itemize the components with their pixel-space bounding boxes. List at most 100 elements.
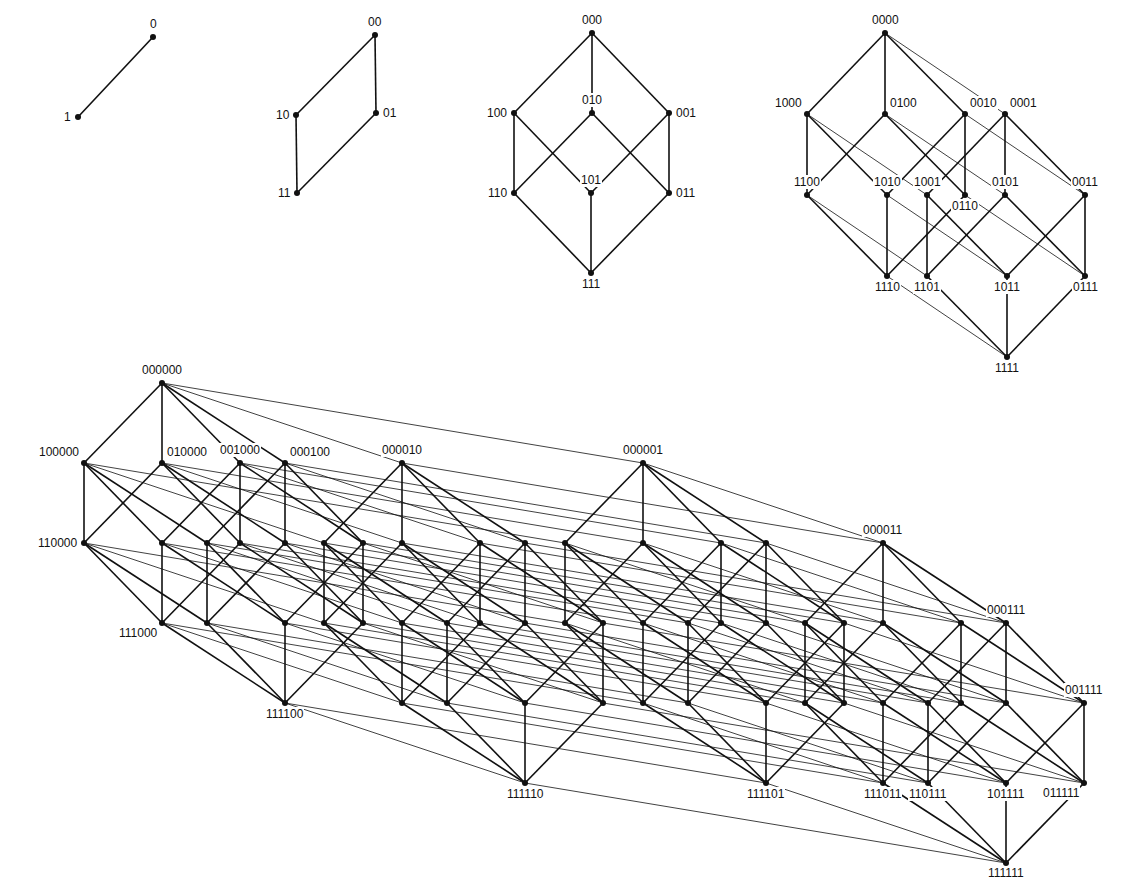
vertex-label: 0110 bbox=[951, 199, 979, 213]
cube-edge bbox=[162, 623, 643, 703]
cube-edge bbox=[1006, 703, 1084, 783]
cube-edge bbox=[479, 543, 481, 623]
vertex-dot bbox=[1003, 700, 1009, 706]
cube-edge bbox=[591, 193, 669, 273]
vertex-dot bbox=[880, 620, 886, 626]
vertex-label: 0 bbox=[149, 17, 158, 31]
vertex-dot bbox=[75, 114, 81, 120]
cube-edge bbox=[514, 193, 591, 273]
cube-edge bbox=[285, 623, 766, 703]
vertex-dot bbox=[763, 780, 769, 786]
cube-edge bbox=[84, 543, 565, 623]
vertex-label: 0111 bbox=[1072, 280, 1099, 294]
vertex-label: 111000 bbox=[118, 626, 158, 640]
cube-edge bbox=[402, 543, 883, 623]
cube-edge bbox=[884, 33, 886, 114]
cube-edge bbox=[643, 703, 766, 783]
cube-edge bbox=[565, 543, 643, 623]
vertex-label: 00 bbox=[367, 15, 382, 29]
vertex-dot bbox=[81, 540, 87, 546]
vertex-dot bbox=[924, 192, 930, 198]
cube-edge bbox=[402, 543, 480, 623]
cube-edge bbox=[765, 543, 767, 623]
cube-edge bbox=[207, 543, 285, 623]
vertex-dot bbox=[802, 620, 808, 626]
cube-edge bbox=[240, 543, 363, 623]
cube-edge bbox=[285, 463, 363, 543]
cube-edge bbox=[565, 623, 688, 703]
vertex-dot bbox=[1002, 111, 1008, 117]
cube-edge bbox=[844, 623, 1084, 703]
cube-edge bbox=[447, 543, 525, 623]
cube-edge bbox=[928, 623, 1006, 703]
cube-edge bbox=[590, 193, 592, 273]
cube-edge bbox=[805, 623, 928, 703]
cube-edge bbox=[323, 543, 325, 623]
cube-edge bbox=[84, 543, 207, 623]
cube-edge bbox=[720, 543, 722, 623]
cube-edge bbox=[886, 195, 888, 276]
vertex-label: 111011 bbox=[863, 787, 902, 801]
cube-edge bbox=[603, 623, 1084, 703]
vertex-dot bbox=[763, 620, 769, 626]
cube-edge bbox=[721, 543, 961, 623]
vertex-dot bbox=[511, 190, 517, 196]
cube-edge bbox=[687, 623, 689, 703]
vertex-dot bbox=[237, 540, 243, 546]
vertex-dot bbox=[804, 192, 810, 198]
vertex-dot bbox=[958, 700, 964, 706]
vertex-dot bbox=[763, 700, 769, 706]
cube-edge bbox=[324, 623, 805, 703]
cube-edge bbox=[765, 703, 767, 783]
cube-edge bbox=[162, 623, 285, 703]
vertex-label: 0101 bbox=[991, 175, 1020, 189]
cube-edge bbox=[525, 543, 1006, 623]
cube-edge bbox=[766, 783, 1006, 863]
vertex-dot bbox=[159, 620, 165, 626]
vertex-label: 111111 bbox=[987, 866, 1025, 880]
cube-edge bbox=[162, 623, 402, 703]
vertex-label: 101 bbox=[580, 173, 602, 187]
cube-edge bbox=[927, 195, 1007, 276]
vertex-dot bbox=[666, 190, 672, 196]
cube-edge bbox=[207, 623, 688, 703]
cube-edge bbox=[804, 623, 806, 703]
vertex-dot bbox=[1004, 354, 1010, 360]
vertex-dot bbox=[321, 540, 327, 546]
cube-edge bbox=[285, 543, 766, 623]
cube-edge bbox=[240, 543, 721, 623]
vertex-dot bbox=[399, 620, 405, 626]
vertex-label: 0010 bbox=[969, 96, 998, 110]
vertex-dot bbox=[150, 34, 156, 40]
cube-edge bbox=[721, 623, 844, 703]
cube-edge bbox=[525, 703, 1006, 783]
vertex-label: 1101 bbox=[913, 280, 941, 294]
cube-edge bbox=[805, 703, 928, 783]
vertex-label: 011 bbox=[675, 186, 696, 200]
cube-edge bbox=[525, 623, 1006, 703]
cube-edge bbox=[84, 463, 324, 543]
cube-edge bbox=[591, 113, 669, 193]
vertex-dot bbox=[841, 700, 847, 706]
vertex-dot bbox=[841, 620, 847, 626]
cube-edge bbox=[525, 623, 603, 703]
vertex-label: 0011 bbox=[1071, 175, 1099, 189]
cube-edge bbox=[84, 543, 162, 623]
cube-edge bbox=[401, 623, 403, 703]
cube-edge bbox=[883, 623, 1006, 703]
cube-edge bbox=[402, 623, 480, 703]
cube-edge bbox=[642, 463, 644, 543]
vertex-label: 110 bbox=[487, 186, 508, 200]
cube-edge bbox=[927, 195, 1005, 276]
vertex-label: 1011 bbox=[993, 280, 1021, 294]
vertex-dot bbox=[522, 780, 528, 786]
cube-edge bbox=[965, 114, 1085, 195]
cube-edge bbox=[285, 623, 525, 703]
cube-edge bbox=[207, 543, 447, 623]
cube-edge bbox=[446, 623, 448, 703]
vertex-label: 1110 bbox=[874, 280, 901, 294]
cube-edge bbox=[447, 623, 525, 703]
vertex-dot bbox=[562, 540, 568, 546]
cube-edge bbox=[643, 463, 766, 543]
vertex-label: 0001 bbox=[1009, 96, 1038, 110]
